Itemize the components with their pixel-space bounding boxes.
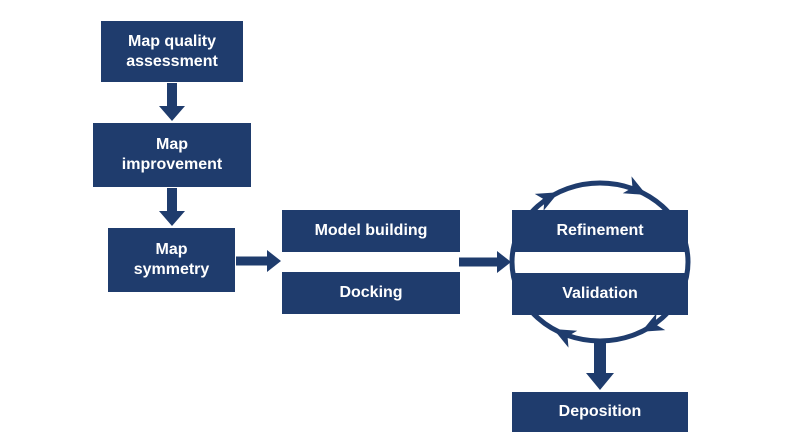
- node-map-quality-assessment: Map quality assessment: [101, 21, 243, 82]
- node-map-improvement: Map improvement: [93, 123, 251, 187]
- arrow-map-improvement-to-map-symmetry: [159, 188, 185, 226]
- node-validation: Validation: [512, 273, 688, 315]
- cycle-arrowhead-top-right: [622, 176, 647, 195]
- node-deposition: Deposition: [512, 392, 688, 432]
- node-map-symmetry: Map symmetry: [108, 228, 235, 292]
- node-docking: Docking: [282, 272, 460, 314]
- cycle-circle: [509, 180, 691, 344]
- arrow-map-quality-to-map-improvement: [159, 83, 185, 121]
- arrow-map-symmetry-to-model-building-docking: [236, 250, 281, 272]
- arrow-model-building-docking-to-refinement-validation: [459, 251, 511, 273]
- cycle-arrowhead-top-left: [534, 192, 559, 211]
- cycle-arrowhead-bottom-right: [641, 313, 666, 332]
- node-refinement: Refinement: [512, 210, 688, 252]
- cycle-arrowhead-bottom-left: [553, 329, 578, 348]
- node-model-building: Model building: [282, 210, 460, 252]
- arrow-cycle-to-deposition: [586, 339, 614, 390]
